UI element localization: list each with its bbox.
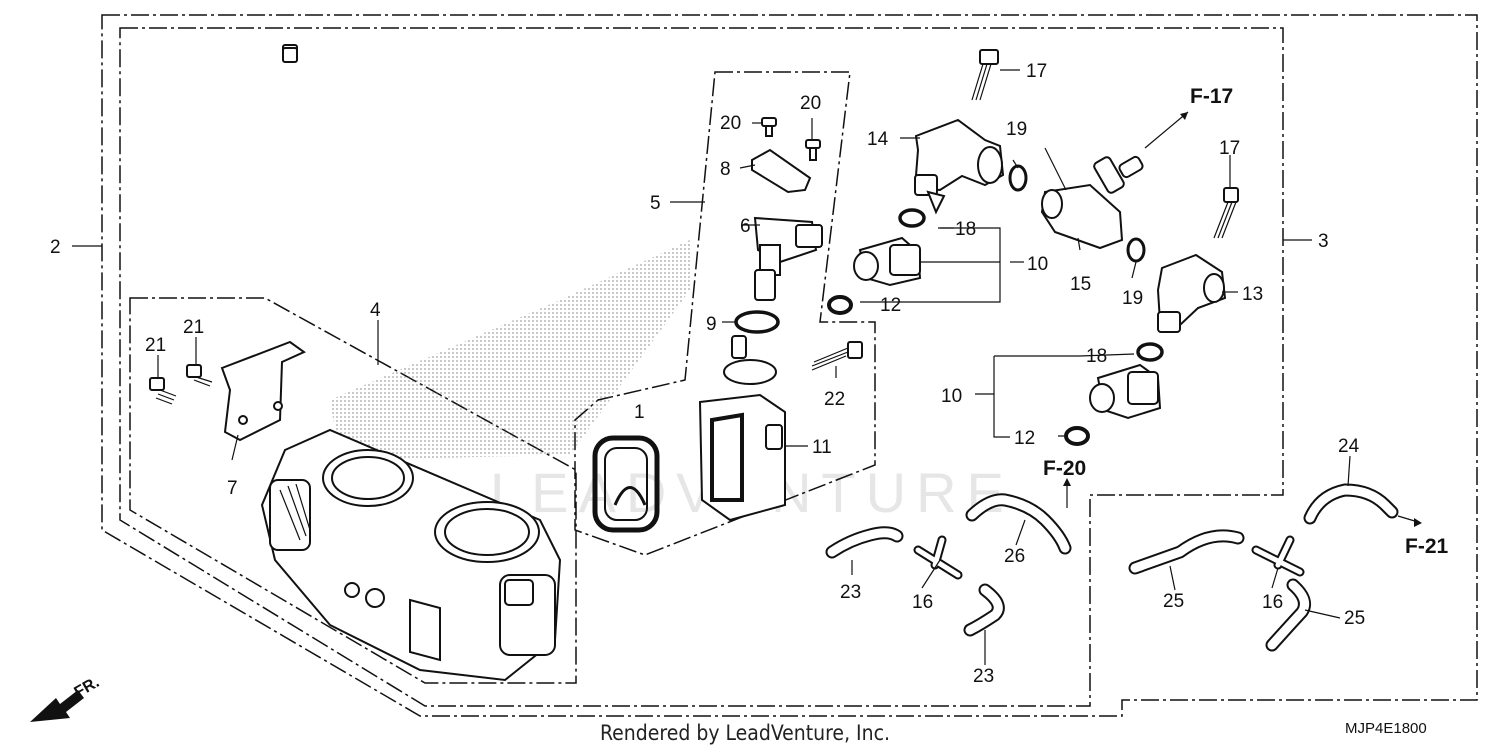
arrow-f20-head xyxy=(1063,478,1071,486)
arrow-f17-line xyxy=(1144,111,1189,149)
o-ring-19b xyxy=(1126,237,1146,263)
callout-3: 3 xyxy=(1318,231,1329,252)
ref-f17: F-17 xyxy=(1190,85,1233,108)
injector-10a xyxy=(853,236,922,287)
seal-12a xyxy=(827,295,853,315)
hose-24 xyxy=(1303,483,1399,525)
screw-20b xyxy=(805,139,821,161)
callout-15: 15 xyxy=(1070,274,1091,295)
callout-20b: 20 xyxy=(800,93,821,114)
callout-24: 24 xyxy=(1338,436,1360,457)
throttle-body-group-boundary xyxy=(129,297,577,684)
hose-26 xyxy=(965,493,1072,555)
injector-10b xyxy=(1089,363,1162,420)
callout-20a: 20 xyxy=(720,113,741,134)
callouts: 1 2 3 4 5 6 7 8 9 10 10 11 12 12 13 14 1… xyxy=(50,61,1365,687)
callout-14: 14 xyxy=(867,129,889,150)
callout-8: 8 xyxy=(720,159,731,180)
callout-19a: 19 xyxy=(1006,119,1027,140)
callout-11: 11 xyxy=(812,437,832,458)
o-ring-9 xyxy=(734,310,780,334)
fuel-rail-13 xyxy=(1156,187,1239,333)
front-arrow-icon xyxy=(30,690,84,722)
callout-21a: 21 xyxy=(145,335,166,356)
arrow-f21-head xyxy=(1414,518,1422,527)
callout-16a: 16 xyxy=(912,592,933,613)
screw-21a xyxy=(149,377,177,405)
callout-10b: 10 xyxy=(941,386,962,407)
assembly-boundary-inner xyxy=(119,27,1284,707)
throttle-body xyxy=(260,428,562,682)
diagram-code: MJP4E1800 xyxy=(1345,720,1427,737)
gasket-1 xyxy=(592,435,660,533)
t-joint-16a xyxy=(913,535,963,580)
callout-25a: 25 xyxy=(1163,591,1184,612)
fuel-rail-14 xyxy=(913,49,1005,215)
t-joint-16b xyxy=(1251,535,1305,577)
projection-shading xyxy=(330,240,690,460)
hose-25a xyxy=(1128,529,1245,575)
o-ring-19a xyxy=(1008,164,1028,192)
bracket-hole xyxy=(273,401,283,411)
leader-lines xyxy=(72,69,1351,665)
fuel-joint-15 xyxy=(1040,155,1144,250)
callout-18b: 18 xyxy=(1086,346,1107,367)
hose-23b xyxy=(963,583,1005,637)
callout-6: 6 xyxy=(740,216,751,237)
arrow-f17-head xyxy=(1180,112,1188,120)
callout-2: 2 xyxy=(50,237,61,258)
assembly-boundary-outer xyxy=(101,14,1478,717)
callout-5: 5 xyxy=(650,193,661,214)
bolt-22 xyxy=(811,341,863,371)
callout-7: 7 xyxy=(227,478,238,499)
o-ring-18a xyxy=(898,208,926,228)
callout-19b: 19 xyxy=(1122,288,1143,309)
plate-8 xyxy=(751,148,812,194)
callout-12a: 12 xyxy=(880,295,901,316)
sensor-body-11 xyxy=(698,335,786,522)
bracket-7 xyxy=(220,340,306,442)
callout-4: 4 xyxy=(370,300,381,321)
callout-12b: 12 xyxy=(1014,428,1035,449)
footer-credit: Rendered by LeadVenture, Inc. xyxy=(600,721,890,745)
hose-25b xyxy=(1265,578,1311,652)
bolt-17a-real xyxy=(282,47,298,63)
screw-20a xyxy=(761,117,777,137)
callout-18a: 18 xyxy=(955,219,976,240)
callout-22: 22 xyxy=(824,389,845,410)
ref-f21: F-21 xyxy=(1405,535,1449,558)
callout-10a: 10 xyxy=(1027,254,1048,275)
callout-13: 13 xyxy=(1242,284,1263,305)
callout-17b: 17 xyxy=(1219,138,1240,159)
callout-23b: 23 xyxy=(973,666,994,687)
callout-26: 26 xyxy=(1004,546,1025,567)
screw-21b xyxy=(186,364,213,387)
hose-23a xyxy=(825,526,904,559)
callout-17a: 17 xyxy=(1026,61,1047,82)
callout-16b: 16 xyxy=(1262,592,1283,613)
callout-25b: 25 xyxy=(1344,608,1365,629)
callout-23a: 23 xyxy=(840,582,861,603)
callout-9: 9 xyxy=(706,314,717,335)
ref-f20: F-20 xyxy=(1043,457,1086,480)
callout-1: 1 xyxy=(634,402,645,423)
callout-21b: 21 xyxy=(183,317,204,338)
o-ring-18b xyxy=(1136,342,1164,362)
seal-12b xyxy=(1064,426,1090,446)
sensor-group-boundary xyxy=(574,71,876,556)
sensor-6 xyxy=(753,216,823,301)
bracket-hole xyxy=(238,415,248,425)
